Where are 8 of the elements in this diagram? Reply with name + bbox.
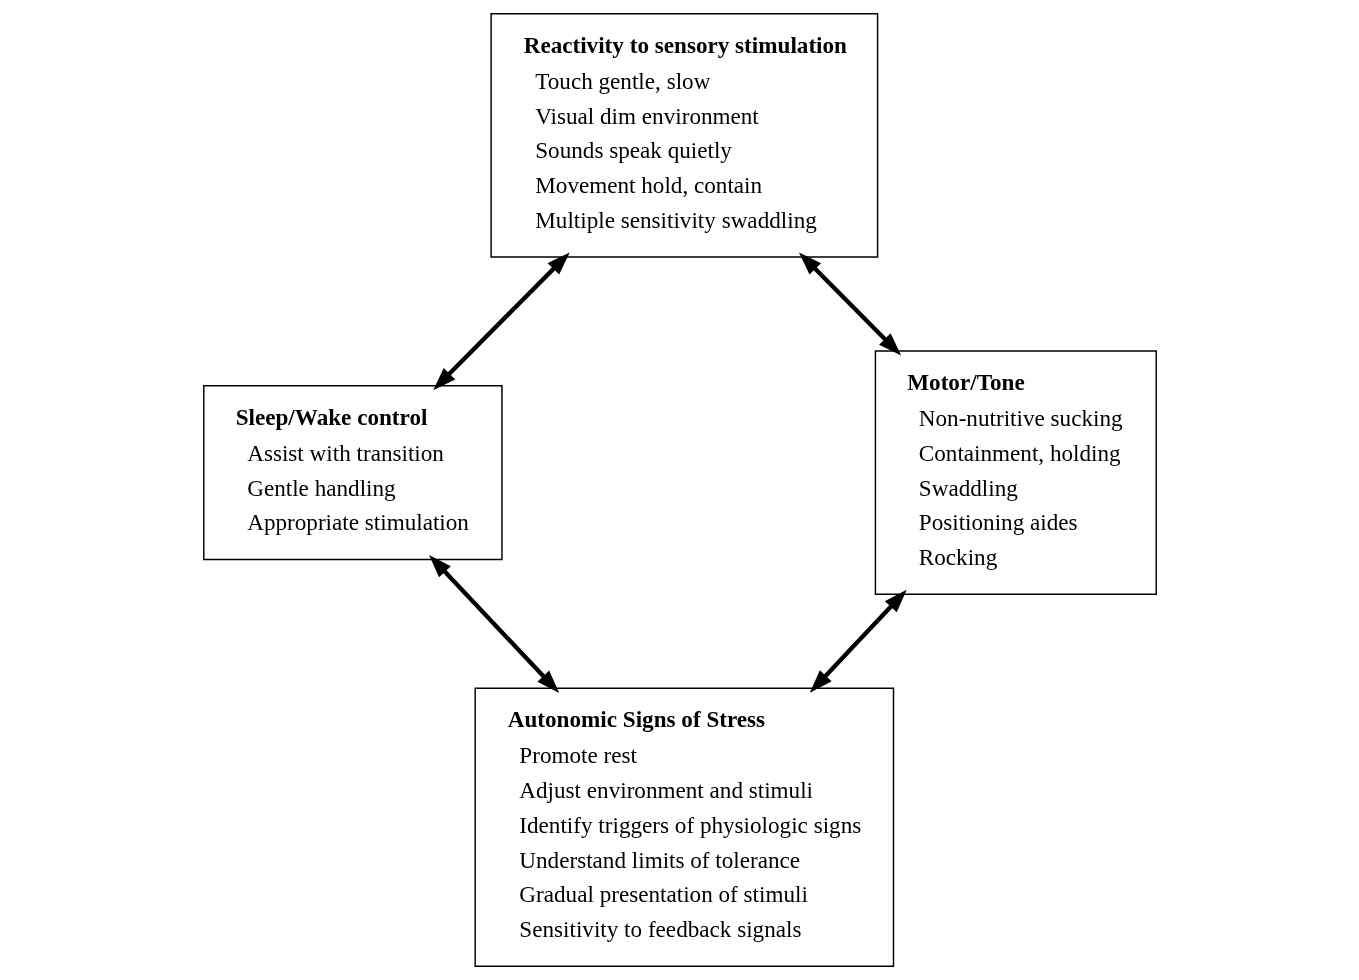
node-box: Autonomic Signs of Stress Promote rest Adjust environment and stimuli Identify triggers of physiologic signs Understand limits of tolerance Gradual presentation of stimuli Sensitivity to feedback signals — [473, 687, 894, 967]
arrow — [432, 252, 570, 391]
arrow — [809, 589, 907, 693]
node-box: Reactivity to sensory stimulation Touch gentle, slow Visual dim environment Sounds speak quietly Movement hold, contain Multiple sensitivity swaddling — [489, 13, 878, 258]
arrow — [798, 252, 901, 356]
arrow — [428, 554, 559, 694]
node-box: Motor/Tone Non-nutritive sucking Containment, holding Swaddling Positioning aides Rocking — [874, 350, 1157, 595]
node-box: Sleep/Wake control Assist with transition Gentle handling Appropriate stimulation — [202, 385, 503, 561]
